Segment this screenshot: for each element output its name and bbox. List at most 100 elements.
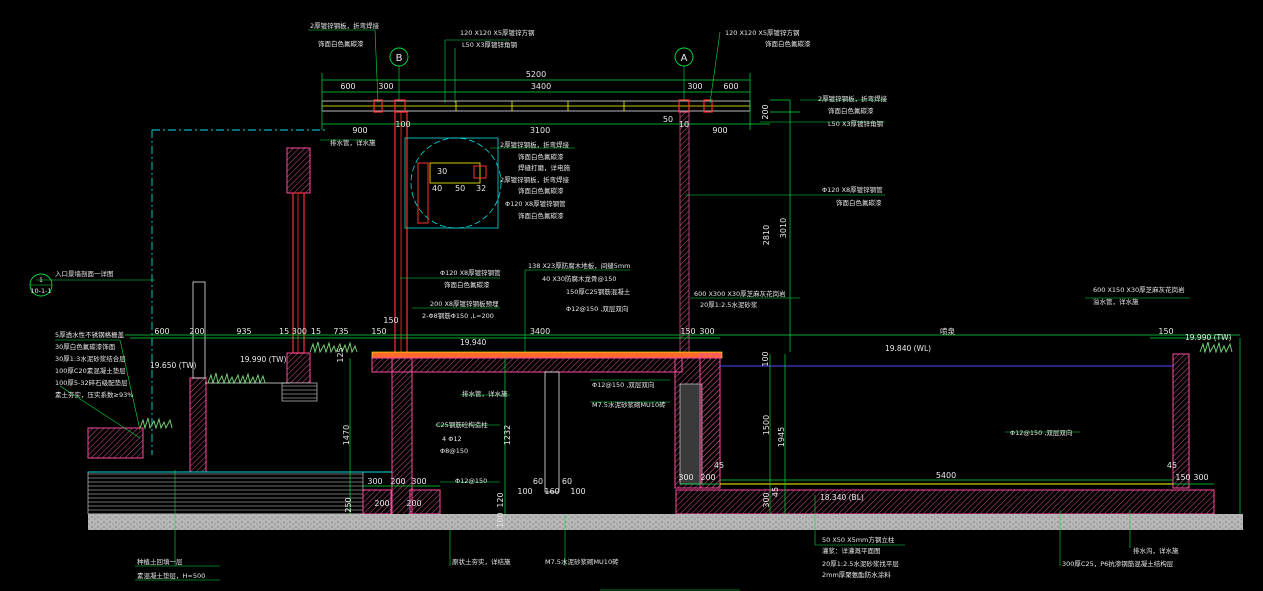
note-18: C25钢筋砼构造柱 — [436, 420, 488, 429]
gdim-150a: 150 — [371, 327, 386, 336]
note-15: 排水管，详水施 — [462, 389, 508, 398]
ldim-120: 120 — [496, 492, 505, 507]
note-16: Φ12@150 ,双层双向 — [592, 380, 654, 389]
note-1: 2厚镀锌钢板，折弯焊接 — [310, 21, 380, 30]
level-19940: 19.940 — [460, 338, 486, 347]
note-17: M7.5水泥砂浆砌MU10砖 — [592, 400, 666, 409]
gdim-3400: 3400 — [530, 327, 550, 336]
note-23: 300厚C25，P6抗渗钢筋混凝土结构层 — [1062, 559, 1174, 568]
note-6d: 2厚镀锌钢板，折弯焊接 — [500, 175, 570, 184]
dim-mid-3400: 3400 — [531, 82, 551, 91]
note-21b: 灌浆：详灌溉平面图 — [822, 546, 881, 555]
ldim-1500: 1500 — [762, 415, 771, 435]
dim-h-3010: 3010 — [779, 218, 788, 238]
bdim-300a: 300 — [367, 477, 382, 486]
axis-b-label: B — [396, 53, 403, 64]
level-19990-left: 19.990 (TW) — [240, 355, 287, 364]
ldim-1232: 1232 — [503, 425, 512, 445]
note-7b: 饰面白色氟碳漆 — [836, 198, 882, 207]
lower-dimension-texts: 1470 1232 1500 1945 250 120 100 300 45 3… — [342, 415, 1209, 528]
gdim-150b: 150 — [680, 327, 695, 336]
note-11b: 40 X30防腐木龙骨@150 — [542, 274, 616, 283]
note-12b: 20厚1:2.5水泥砂浆 — [700, 300, 758, 309]
wall-outline-dashed — [151, 129, 328, 455]
detail-d50: 50 — [455, 184, 465, 193]
deck-slab — [371, 351, 723, 519]
section-ref-number: 1 — [39, 276, 43, 284]
ldim-300: 300 — [762, 492, 771, 507]
note-9b: 饰面白色氟碳漆 — [444, 280, 490, 289]
gdim-15300: 15 300 — [279, 327, 307, 336]
note-18b: 4 Φ12 — [442, 435, 462, 443]
note-14c: 30厚1:3水泥砂浆结合层 — [55, 354, 126, 363]
dim-900-right: 900 — [712, 126, 727, 135]
note-22: 排水沟，详水施 — [1133, 546, 1179, 555]
level-18340: 18.340 (BL) — [820, 493, 864, 502]
note-1b: 饰面白色氟碳漆 — [318, 39, 364, 48]
note-13b: 溢水管，详水施 — [1093, 297, 1139, 306]
dim-left-300: 300 — [378, 82, 393, 91]
bdim-45a: 45 — [714, 461, 724, 470]
bdim-300b: 300 — [411, 477, 426, 486]
dim-3100: 3100 — [530, 126, 550, 135]
level-19840: 19.840 (WL) — [885, 344, 931, 353]
note-18c: Φ8@150 — [440, 447, 468, 455]
ldim-1470: 1470 — [342, 425, 351, 445]
note-4b: 饰面白色氟碳漆 — [828, 106, 874, 115]
note-6e: 饰面白色氟碳漆 — [518, 186, 564, 195]
gdim-735: 735 — [333, 327, 348, 336]
dim-h-2810: 2810 — [762, 225, 771, 245]
ldim-100: 100 — [496, 512, 505, 527]
note-21: 50 X50 X5mm方钢立柱 — [822, 535, 895, 544]
note-14f: 素土夯实，压实系数≥93% — [55, 390, 133, 399]
dim-x50: 50 — [663, 115, 673, 124]
note-12: 600 X300 X30厚芝麻灰花岗岩 — [694, 289, 786, 298]
left-pavement — [87, 281, 441, 515]
plants — [139, 341, 1233, 430]
note-7: Φ120 X8厚镀锌钢管 — [822, 185, 883, 194]
gdim-150c: 150 — [1158, 327, 1173, 336]
bdim-300c: 300 — [678, 473, 693, 482]
gdim-935: 935 — [236, 327, 251, 336]
bdim-100a: 100 — [517, 487, 532, 496]
gdim-300: 300 — [699, 327, 714, 336]
note-3: 120 X120 X5厚镀锌方钢 — [725, 28, 800, 37]
dim-right-300: 300 — [687, 82, 702, 91]
bdim-5400: 5400 — [936, 471, 956, 480]
ldim-250: 250 — [344, 497, 353, 512]
bdim-300e: 300 — [1193, 473, 1208, 482]
gdim-15: 15 — [311, 327, 321, 336]
note-24: 种植土回填一层 — [137, 557, 183, 566]
section-reference-bubble: 1 10-1-1 入口景墙剖面一详图 — [29, 269, 114, 297]
bdim-60a: 60 — [533, 477, 543, 486]
gdim-125: 125 — [336, 347, 345, 362]
level-19650: 19.650 (TW) — [150, 361, 197, 370]
note-21c: 20厚1:2.5水泥砂浆找平层 — [822, 559, 899, 568]
dim-left-600: 600 — [340, 82, 355, 91]
level-19990-right: 19.990 (TW) — [1185, 333, 1232, 342]
note-6g: 饰面白色氟碳漆 — [518, 211, 564, 220]
detail-d30: 30 — [437, 167, 447, 176]
bdim-100b: 100 — [570, 487, 585, 496]
note-2: 120 X120 X5厚镀锌方钢 — [460, 28, 535, 37]
note-14d: 100厚C20素混凝土垫层 — [55, 366, 126, 375]
gdim-600: 600 — [154, 327, 169, 336]
dim-900-left: 900 — [352, 126, 367, 135]
dim-x10: 10 — [679, 120, 689, 129]
section-ref-title: 入口景墙剖面一详图 — [55, 269, 114, 278]
dim-total: 5200 — [526, 70, 546, 79]
bdim-45b: 45 — [1167, 461, 1177, 470]
detail-d32: 32 — [476, 184, 486, 193]
dim-right-600: 600 — [723, 82, 738, 91]
note-5: 排水管，详水施 — [330, 138, 376, 147]
top-dimension-texts: 5200 600 300 3400 300 600 900 3100 900 1… — [340, 70, 788, 245]
detail-d40: 40 — [432, 184, 442, 193]
note-6c: 焊缝打磨，详电施 — [518, 163, 571, 172]
axis-a-bubble: A — [674, 47, 694, 100]
gdim-100: 100 — [761, 351, 770, 366]
note-24b: 素混凝土垫层，H=500 — [137, 571, 205, 580]
pool-label: 喷泉 — [940, 326, 955, 336]
note-20: Φ12@150 ,双层双向 — [1010, 428, 1072, 437]
bdim-160: 160 — [544, 487, 559, 496]
